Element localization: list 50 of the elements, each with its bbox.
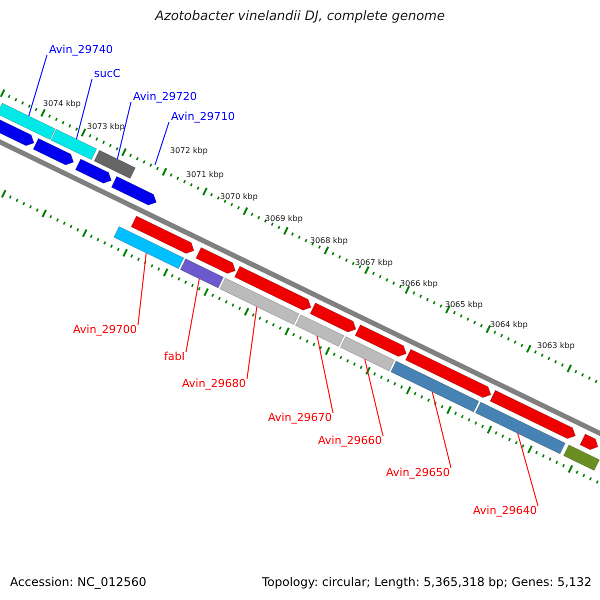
scale-label: 3069 kbp [265,214,303,224]
gene-feature [490,390,576,439]
gene-feature [130,216,194,254]
gene-feature [220,278,300,326]
scale-label: 3070 kbp [220,192,258,202]
gene-feature [113,226,184,270]
gene-feature [50,128,98,160]
gene-feature [196,247,236,274]
gene-feature [405,348,492,398]
scale-label: 3065 kbp [445,300,483,310]
gene-feature [310,302,356,332]
accession-label: Accession: NC_012560 [10,576,146,589]
gene-feature [580,434,598,450]
gene-feature [75,158,112,184]
leader-line [154,122,170,166]
scale-label: 3063 kbp [537,341,575,351]
gene-label: Avin_29710 [171,110,235,123]
gene-feature [563,444,600,471]
scale-label: 3074 kbp [43,99,81,109]
gene-label: Avin_29640 [473,504,537,517]
scale-label: 3071 kbp [186,170,224,180]
gene-label: Avin_29720 [133,90,197,103]
gene-label: Avin_29670 [268,411,332,424]
gene-label: Avin_29740 [49,43,113,56]
gene-label: Avin_29680 [182,377,246,390]
gene-feature [475,402,566,454]
gene-feature [111,176,157,206]
scale-label: 3073 kbp [87,122,125,132]
gene-feature [32,138,74,166]
gene-feature [0,119,34,146]
leader-line [138,252,147,326]
gene-feature [295,314,344,347]
gene-feature [390,360,480,412]
scale-label: 3066 kbp [400,279,438,289]
gene-label: Avin_29660 [318,434,382,447]
genome-summary: Topology: circular; Length: 5,365,318 bp; Genes: 5,132 [262,576,592,589]
scale-label: 3072 kbp [170,146,208,156]
scale-label: 3064 kbp [490,320,528,330]
gene-label: Avin_29650 [386,466,450,479]
gene-label: Avin_29700 [73,323,137,336]
gene-feature [340,336,395,372]
scale-label: 3068 kbp [310,236,348,246]
gene-label: fabI [164,350,185,363]
gene-feature [180,258,224,288]
gene-feature [234,266,312,311]
map-title: Azotobacter vinelandii DJ, complete genome [154,10,446,23]
gene-feature [94,150,136,179]
scale-label: 3067 kbp [355,258,393,268]
gene-feature [354,324,407,357]
gene-label: sucC [94,67,120,80]
